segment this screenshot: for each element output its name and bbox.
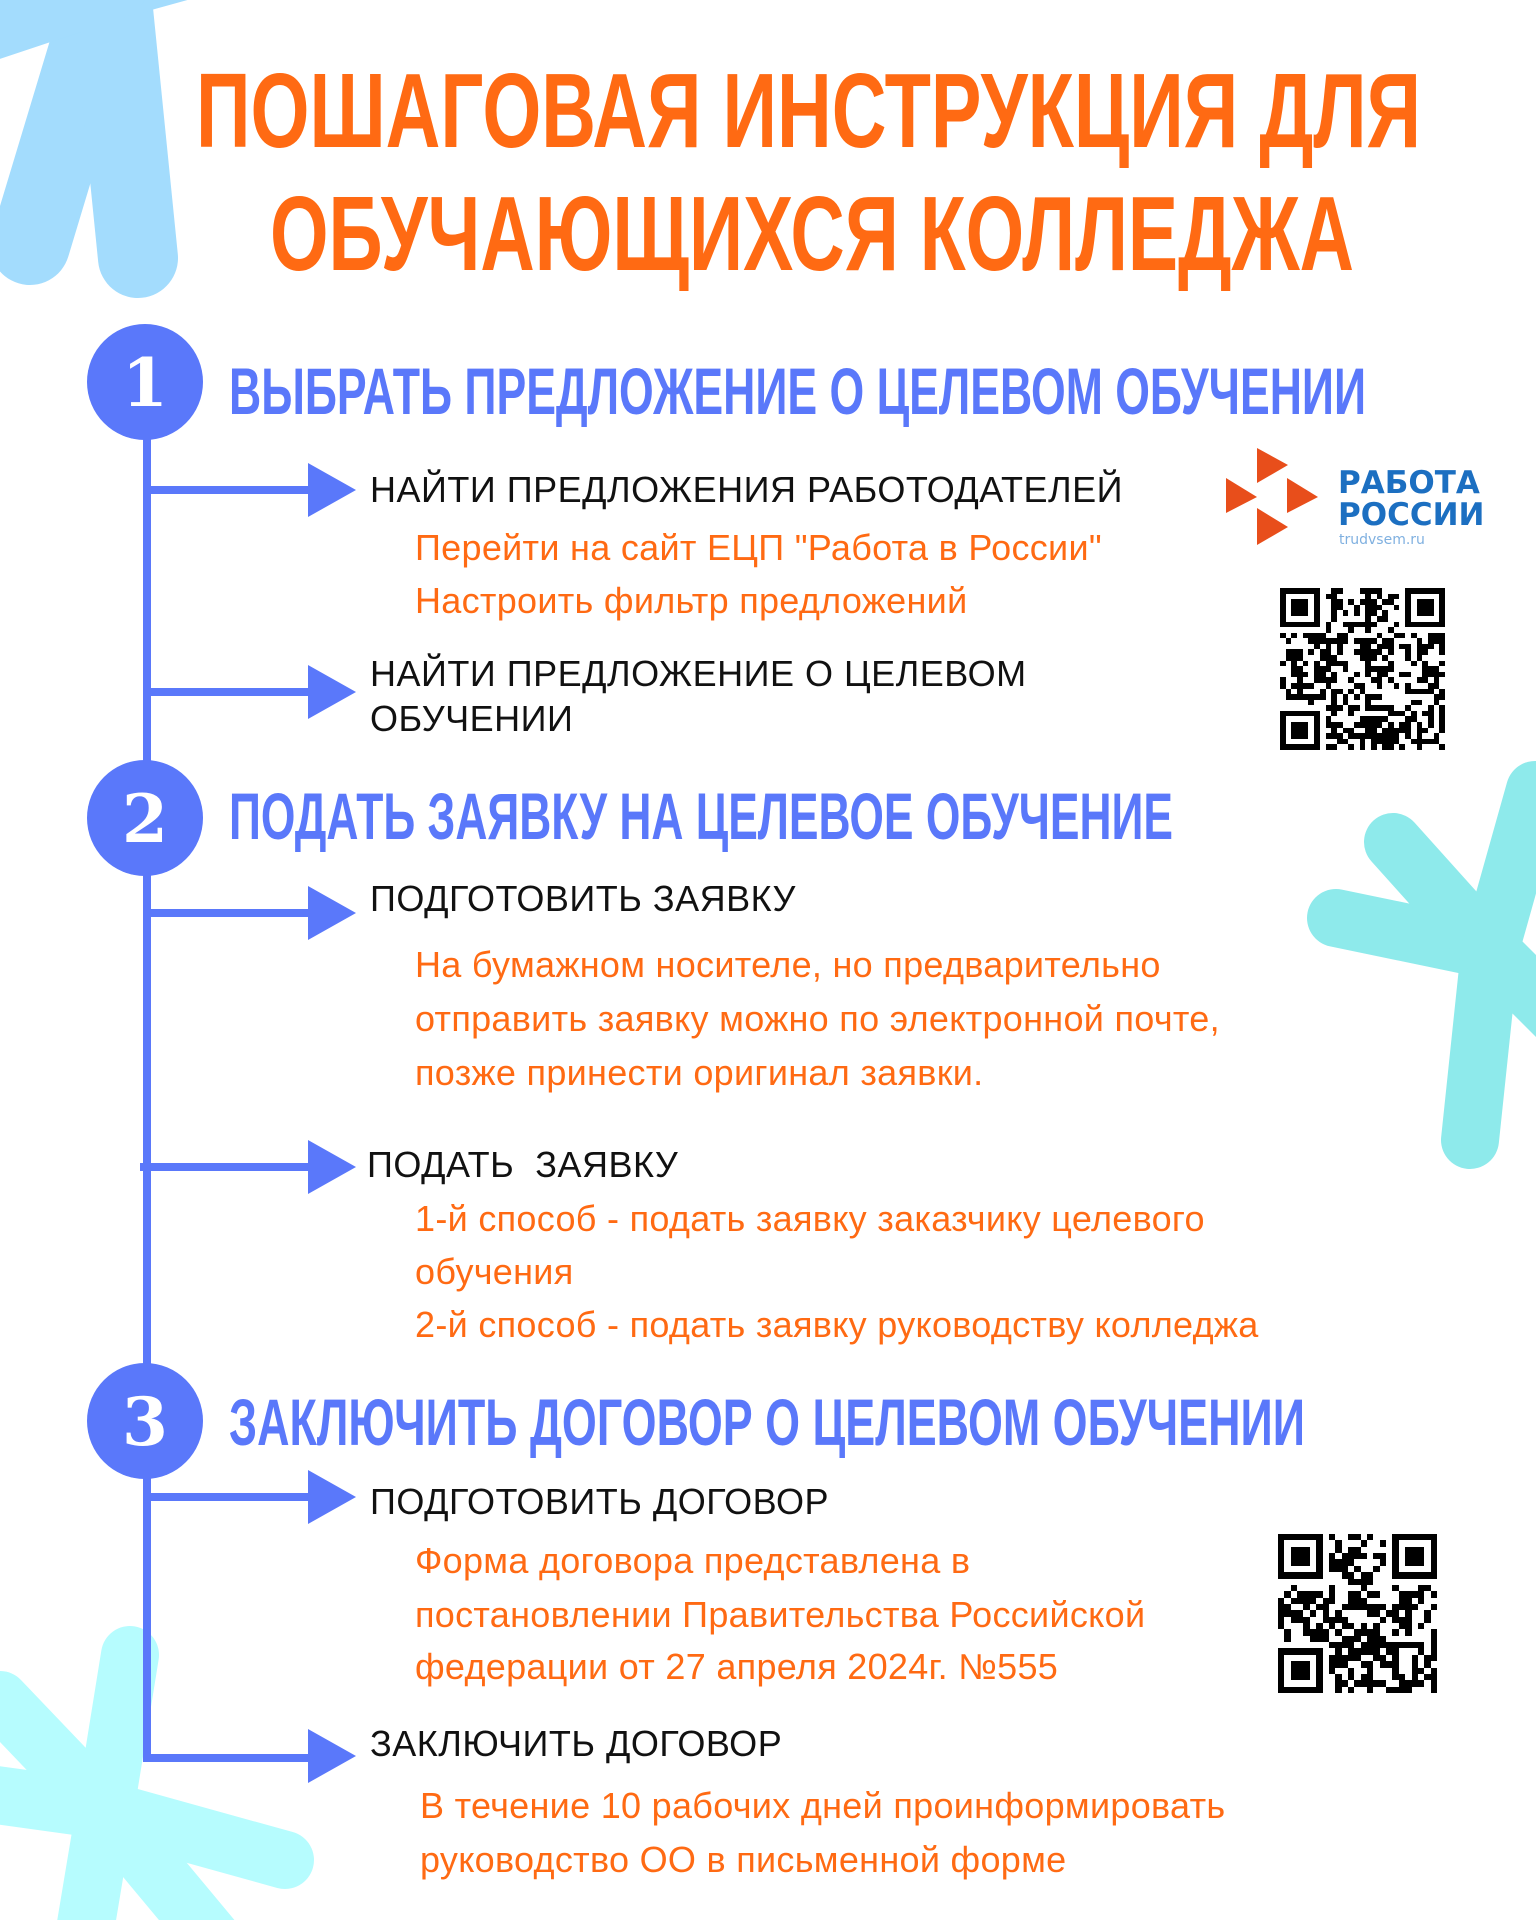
step-number: 3: [122, 1383, 168, 1461]
logo-triangles-icon: [1226, 448, 1318, 545]
step-number: 2: [122, 780, 168, 858]
asterisk-decoration-right: [1307, 761, 1536, 1169]
qr-code-icon[interactable]: [1278, 1534, 1437, 1693]
substep-text: отправить заявку можно по электронной по…: [415, 998, 1220, 1039]
substep-text: В течение 10 рабочих дней проинформирова…: [420, 1785, 1226, 1826]
substep-text: обучения: [415, 1251, 574, 1292]
title-line-2: ОБУЧАЮЩИХСЯ КОЛЛЕДЖА: [270, 175, 1354, 293]
rabota-rossii-logo[interactable]: РАБОТА РОССИИ trudvsem.ru: [1220, 440, 1520, 555]
step-1-heading: ВЫБРАТЬ ПРЕДЛОЖЕНИЕ О ЦЕЛЕВОМ ОБУЧЕНИИ: [229, 354, 1366, 428]
timeline-arrows: [140, 463, 356, 1783]
qr-code-icon[interactable]: [1280, 588, 1445, 750]
substep-title: ПОДАТЬ ЗАЯВКУ: [367, 1144, 679, 1185]
step-3-heading: ЗАКЛЮЧИТЬ ДОГОВОР О ЦЕЛЕВОМ ОБУЧЕНИИ: [229, 1385, 1305, 1459]
arrow-right-icon: [145, 665, 356, 719]
logo-url: trudvsem.ru: [1339, 532, 1425, 548]
step-2-badge: 2: [87, 760, 203, 876]
substep-title: ПОДГОТОВИТЬ ДОГОВОР: [370, 1481, 830, 1522]
substep-title: НАЙТИ ПРЕДЛОЖЕНИЯ РАБОТОДАТЕЛЕЙ: [370, 469, 1124, 510]
title-line-1: ПОШАГОВАЯ ИНСТРУКЦИЯ ДЛЯ: [196, 52, 1421, 170]
arrow-right-icon: [145, 886, 356, 940]
substep-text: Перейти на сайт ЕЦП "Работа в России": [415, 527, 1102, 568]
substep-text: Настроить фильтр предложений: [415, 580, 968, 621]
logo-line-2: РОССИИ: [1338, 497, 1484, 533]
timeline-vertical-line: [143, 382, 151, 1762]
substep-title: ЗАКЛЮЧИТЬ ДОГОВОР: [370, 1723, 783, 1764]
substep-title: ПОДГОТОВИТЬ ЗАЯВКУ: [370, 878, 796, 919]
asterisk-decoration-bottom-left: [0, 1626, 314, 1920]
substep-text: федерации от 27 апреля 2024г. №555: [415, 1646, 1059, 1687]
arrow-right-icon: [145, 1470, 356, 1524]
step-number: 1: [122, 344, 168, 422]
page-title: ПОШАГОВАЯ ИНСТРУКЦИЯ ДЛЯ ОБУЧАЮЩИХСЯ КОЛ…: [196, 52, 1421, 293]
step-2-heading: ПОДАТЬ ЗАЯВКУ НА ЦЕЛЕВОЕ ОБУЧЕНИЕ: [229, 779, 1173, 853]
logo-line-1: РАБОТА: [1338, 465, 1480, 501]
substep-text: позже принести оригинал заявки.: [415, 1052, 984, 1093]
step-1-badge: 1: [87, 324, 203, 440]
arrow-right-icon: [145, 463, 356, 517]
substep-title: ОБУЧЕНИИ: [370, 698, 574, 739]
asterisk-decoration-top-left: [0, 0, 188, 298]
step-3-badge: 3: [87, 1363, 203, 1479]
substep-text: 1-й способ - подать заявку заказчику цел…: [415, 1198, 1205, 1239]
substep-text: На бумажном носителе, но предварительно: [415, 944, 1161, 985]
substep-title: НАЙТИ ПРЕДЛОЖЕНИЕ О ЦЕЛЕВОМ: [370, 653, 1027, 694]
substep-text: руководство ОО в письменной форме: [420, 1839, 1067, 1880]
arrow-right-icon: [145, 1729, 356, 1783]
substep-text: постановлении Правительства Российской: [415, 1594, 1146, 1635]
substep-text: Форма договора представлена в: [415, 1540, 971, 1581]
arrow-right-icon: [140, 1140, 356, 1194]
substep-text: 2-й способ - подать заявку руководству к…: [415, 1304, 1259, 1345]
